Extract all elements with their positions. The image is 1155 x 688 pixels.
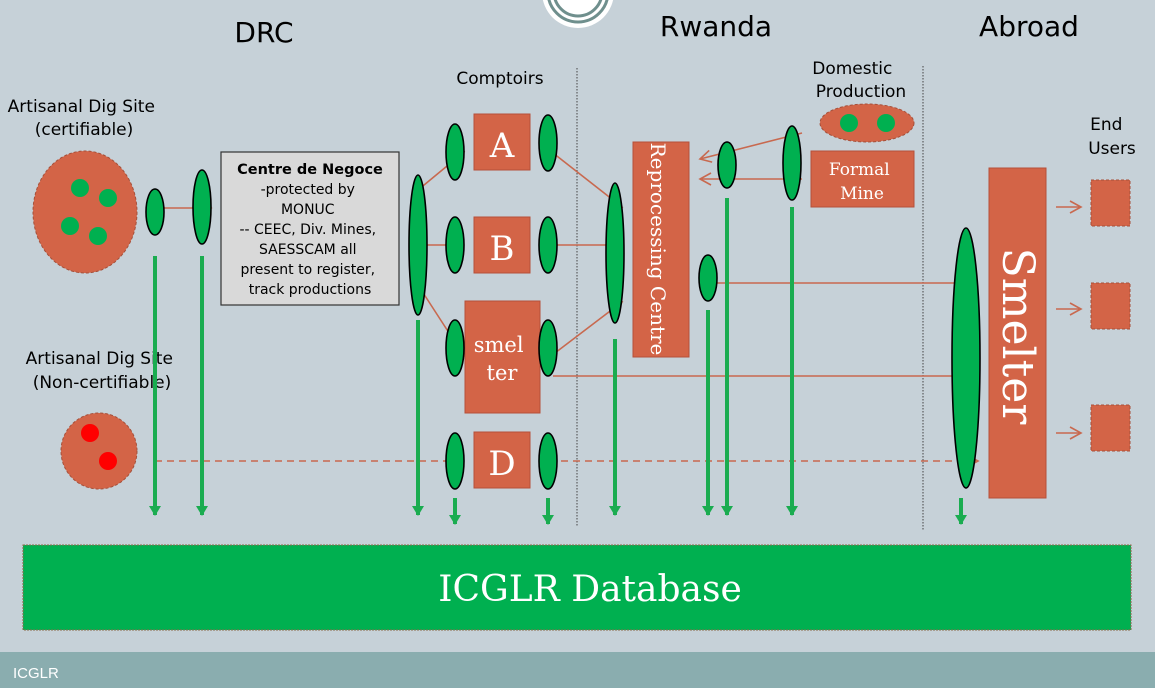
svg-text:Smelter: Smelter: [992, 248, 1043, 426]
mineral-dot: [61, 217, 79, 235]
noncertifiable-site-label: Artisanal Dig Site (Non-certifiable): [26, 349, 179, 393]
checkpoint-node: [538, 432, 558, 490]
noncertifiable-dig-site: [60, 412, 138, 490]
checkpoint-node: [717, 141, 737, 189]
comptoirs-label: Comptoirs: [456, 69, 543, 89]
comptoir-b: B: [473, 216, 531, 274]
checkpoint-node: [538, 216, 558, 274]
comptoir-smelter: smel ter: [464, 300, 541, 414]
reporting-arrows: [149, 198, 967, 525]
end-users-label: End Users: [1088, 115, 1136, 159]
checkpoint-node: [782, 125, 802, 201]
end-user-box: [1090, 404, 1131, 452]
smelter-abroad: Smelter: [988, 167, 1047, 499]
checkpoint-node: [408, 174, 428, 316]
checkpoint-node: [605, 182, 625, 324]
certifiable-site-label: Artisanal Dig Site (certifiable): [8, 97, 161, 140]
region-rwanda: Rwanda: [660, 10, 772, 43]
red-mineral-dot: [81, 424, 99, 442]
end-user-box: [1090, 179, 1131, 227]
domestic-production-label: Domestic Production: [812, 59, 906, 102]
checkpoint-node: [445, 432, 465, 490]
database-label: ICGLR Database: [438, 569, 742, 610]
red-mineral-dot: [99, 452, 117, 470]
svg-text:Formal Mine: Formal Mine: [829, 160, 895, 204]
centre-de-negoce-title: Centre de Negoce: [237, 162, 383, 178]
comptoir-a: A: [473, 113, 531, 171]
region-drc: DRC: [234, 16, 293, 49]
svg-text:A: A: [489, 126, 515, 166]
centre-de-negoce-box: Centre de Negoce -protected by MONUC -- …: [220, 151, 400, 306]
region-abroad: Abroad: [979, 10, 1079, 43]
icglr-database: ICGLR Database: [22, 544, 1132, 631]
checkpoint-node: [192, 169, 212, 245]
domestic-production-site: [819, 103, 915, 143]
centre-de-negoce-description: -protected by MONUC -- CEEC, Div. Mines,…: [239, 182, 380, 298]
checkpoint-node: [538, 114, 558, 172]
svg-text:B: B: [490, 229, 515, 269]
end-user-box: [1090, 282, 1131, 330]
checkpoint-node: [951, 227, 981, 489]
svg-text:Reprocessing Centre: Reprocessing Centre: [646, 143, 670, 356]
footer-bar: ICGLR: [0, 652, 1155, 688]
mineral-dot: [71, 179, 89, 197]
formal-mine: Formal Mine: [810, 150, 915, 208]
footer-label: ICGLR: [13, 665, 59, 682]
checkpoint-node: [445, 319, 465, 377]
svg-text:D: D: [488, 444, 515, 484]
reprocessing-centre: Reprocessing Centre: [632, 141, 690, 358]
mineral-dot: [877, 114, 895, 132]
mineral-dot: [840, 114, 858, 132]
mineral-dot: [89, 227, 107, 245]
svg-text:smel ter: smel ter: [474, 333, 531, 385]
checkpoint-node: [145, 188, 165, 236]
checkpoint-node: [538, 319, 558, 377]
checkpoint-nodes: [145, 114, 981, 490]
certifiable-dig-site: [32, 150, 138, 274]
logo-icon: [542, 0, 614, 28]
checkpoint-node: [445, 123, 465, 181]
mineral-dot: [99, 189, 117, 207]
checkpoint-node: [698, 254, 718, 302]
checkpoint-node: [445, 216, 465, 274]
comptoir-d: D: [473, 431, 531, 489]
